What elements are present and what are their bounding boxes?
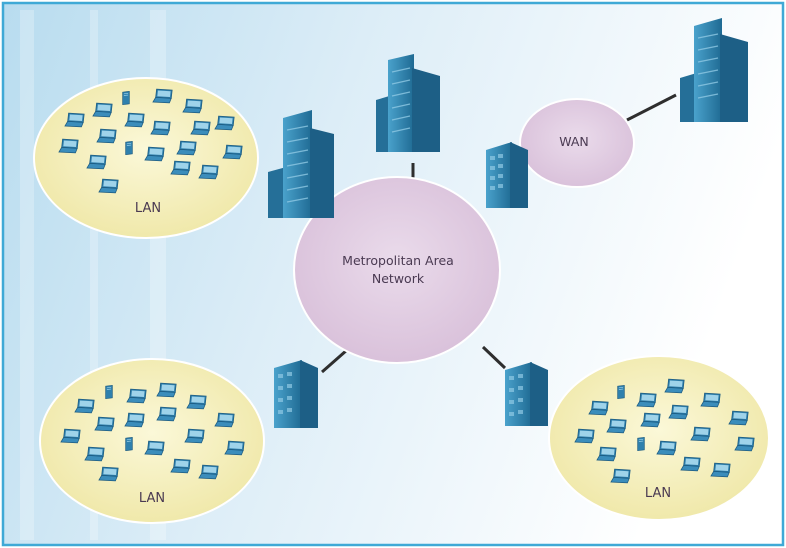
desktop-pc-icon — [125, 436, 133, 452]
office-building-icon — [274, 360, 318, 428]
link-wan-to-right-building — [626, 93, 677, 122]
lan-bottom-left-label: LAN — [139, 491, 165, 506]
link-man-to-bottom-right-building — [481, 345, 507, 370]
office-building-icon — [268, 110, 334, 218]
desktop-pc-icon — [637, 436, 645, 452]
man-label-line1: Metropolitan Area — [342, 253, 454, 268]
desktop-pc-icon — [617, 384, 625, 400]
office-building-icon — [376, 54, 440, 152]
lan-top-left-label: LAN — [135, 201, 161, 216]
lan-bottom-right: LAN — [548, 355, 770, 521]
desktop-pc-icon — [122, 90, 130, 106]
man-label-line2: Network — [372, 271, 425, 286]
wan-label: WAN — [559, 134, 589, 149]
desktop-pc-icon — [105, 384, 113, 400]
lan-bottom-right-label: LAN — [645, 486, 671, 501]
desktop-pc-icon — [125, 140, 133, 156]
office-building-icon — [680, 18, 748, 122]
metropolitan-area-network: Metropolitan Area Network — [293, 176, 501, 364]
lan-top-left: LAN — [33, 77, 259, 239]
wide-area-network: WAN — [519, 98, 635, 188]
office-building-icon — [486, 142, 528, 208]
link-man-to-bottom-left-building — [321, 348, 348, 374]
office-building-icon — [505, 362, 548, 426]
lan-bottom-left: LAN — [39, 358, 265, 524]
